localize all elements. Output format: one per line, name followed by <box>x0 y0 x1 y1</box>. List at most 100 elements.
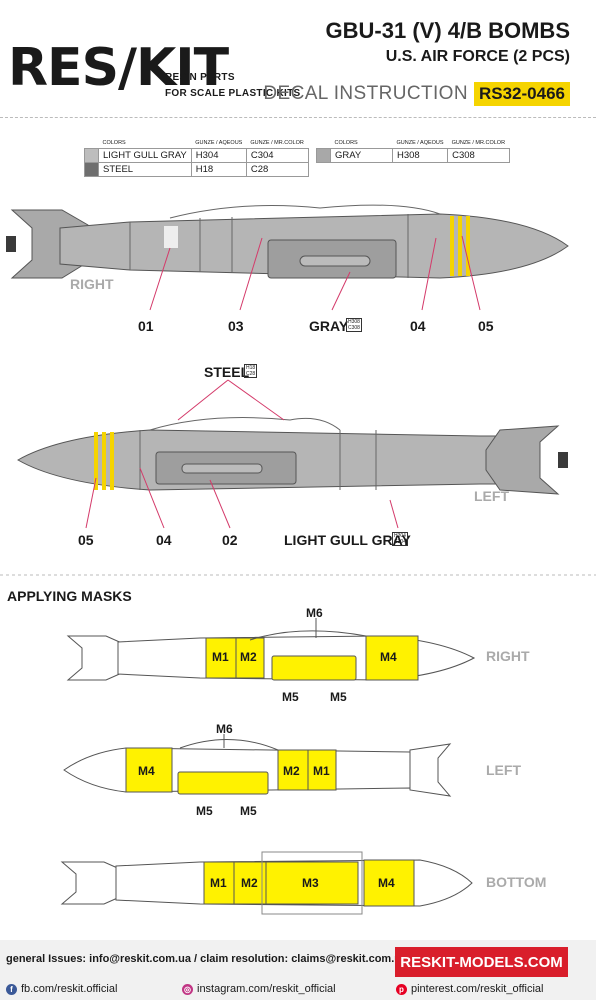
facebook-link[interactable]: f fb.com/reskit.official <box>6 983 117 995</box>
callout-04: 04 <box>156 532 172 548</box>
top-lugs <box>169 204 441 219</box>
page-subtitle: U.S. AIR FORCE (2 PCS) <box>385 48 570 65</box>
mask-m5-area <box>271 655 357 681</box>
mask-m6 <box>249 630 367 641</box>
tail-cap <box>6 236 16 252</box>
mask-view-bottom <box>60 851 473 915</box>
instagram-link[interactable]: ◎ instagram.com/reskit_official <box>182 983 336 995</box>
stencil-decal-01 <box>164 226 178 248</box>
callout-05: 05 <box>78 532 94 548</box>
decal-instruction-label: DECAL INSTRUCTION <box>263 83 468 104</box>
mask-label-m5: M5 <box>240 804 257 818</box>
section-title-masks: APPLYING MASKS <box>7 588 132 604</box>
gray-code-box: H308 C308 <box>346 318 362 332</box>
color-table-right: COLORS GUNZE / AQEOUS GUNZE / MR.COLOR G… <box>316 138 510 163</box>
callout-gray: GRAY <box>309 318 349 334</box>
lgg-code-box: H304 C304 <box>392 532 408 546</box>
contact-emails[interactable]: general Issues: info@reskit.com.ua / cla… <box>6 953 408 965</box>
yellow-band <box>102 432 106 490</box>
website-button[interactable]: RESKIT-MODELS.COM <box>395 947 568 977</box>
color-swatch <box>84 161 99 177</box>
mask-label-m6: M6 <box>216 722 233 736</box>
strake-outline <box>261 851 363 915</box>
facebook-text: fb.com/reskit.official <box>21 983 118 995</box>
pinterest-icon: p <box>396 983 407 995</box>
tail-fins <box>485 425 560 495</box>
mask-m4 <box>365 635 419 681</box>
mask-label-m5: M5 <box>196 804 213 818</box>
leader-lines <box>149 235 481 311</box>
color-aqueous: H18 <box>190 161 247 177</box>
mask-m4 <box>363 859 415 907</box>
yellow-band <box>458 216 462 276</box>
tail-fins <box>409 743 452 797</box>
mask-label-m6: M6 <box>306 606 323 620</box>
facebook-icon: f <box>6 983 17 995</box>
header-divider <box>0 117 596 118</box>
mask-label-m4: M4 <box>138 764 155 778</box>
steel-code-box: H18 C28 <box>244 364 258 378</box>
top-lugs <box>149 417 341 431</box>
mask-m3 <box>265 861 359 905</box>
yellow-band <box>94 432 98 490</box>
mask-label-m1: M1 <box>210 876 227 890</box>
mask-view-right <box>66 618 476 681</box>
pinterest-link[interactable]: p pinterest.com/reskit_official <box>396 983 543 995</box>
mask-label-m5: M5 <box>330 690 347 704</box>
decal-instruction-line: DECAL INSTRUCTION RS32-0466 <box>263 82 570 106</box>
mask-side-bottom: BOTTOM <box>486 874 547 890</box>
bomb-right-view <box>6 204 569 311</box>
mask-label-m4: M4 <box>378 876 395 890</box>
tail-fins <box>66 635 125 681</box>
color-mrcolor: C308 <box>447 147 510 163</box>
gray-code: H308 <box>348 319 360 325</box>
mask-label-m1: M1 <box>212 650 229 664</box>
callout-04: 04 <box>410 318 426 334</box>
strake-slot <box>299 255 371 267</box>
logo-subtitle-2: FOR SCALE PLASTIC KITS <box>165 88 301 99</box>
mask-m6 <box>179 738 279 751</box>
callout-03: 03 <box>228 318 244 334</box>
mask-label-m1: M1 <box>313 764 330 778</box>
reskit-logo: RES/KIT <box>8 38 229 98</box>
mask-m4 <box>125 747 173 793</box>
mask-label-m2: M2 <box>283 764 300 778</box>
mask-label-m5: M5 <box>282 690 299 704</box>
callout-light-gull-gray: LIGHT GULL GRAY <box>284 532 411 548</box>
mask-m2 <box>233 861 267 905</box>
mask-m2 <box>277 749 309 791</box>
mask-side-left: LEFT <box>486 762 521 778</box>
mask-m1 <box>205 637 237 679</box>
steel-code: H18 <box>246 365 256 371</box>
yellow-band <box>110 432 114 490</box>
mask-label-m2: M2 <box>241 876 258 890</box>
mask-label-m4: M4 <box>380 650 397 664</box>
leader-lines <box>85 379 399 529</box>
page-title: GBU-31 (V) 4/B BOMBS <box>325 18 570 43</box>
steel-label: STEEL <box>204 364 250 380</box>
bomb-left-view <box>16 379 568 529</box>
color-table-left: COLORS GUNZE / AQEOUS GUNZE / MR.COLOR L… <box>84 138 309 177</box>
callout-01: 01 <box>138 318 154 334</box>
side-label-right: RIGHT <box>70 276 114 292</box>
instagram-text: instagram.com/reskit_official <box>197 983 336 995</box>
drawing-canvas <box>0 204 596 915</box>
color-aqueous: H308 <box>391 147 449 163</box>
mask-m2 <box>235 637 265 679</box>
color-mrcolor: C28 <box>245 161 309 177</box>
mask-side-right: RIGHT <box>486 648 530 664</box>
color-row: STEEL H18 C28 <box>84 161 309 177</box>
pinterest-text: pinterest.com/reskit_official <box>411 983 544 995</box>
callout-02: 02 <box>222 532 238 548</box>
mask-label-m2: M2 <box>240 650 257 664</box>
strake-slot <box>181 463 263 474</box>
tail-fins <box>60 861 123 905</box>
logo-subtitle-1: RESIN PARTS <box>165 72 235 83</box>
mask-view-left <box>63 734 452 797</box>
yellow-band <box>450 216 454 276</box>
yellow-band <box>466 216 470 276</box>
instagram-icon: ◎ <box>182 983 193 995</box>
gray-code: C308 <box>348 325 360 331</box>
callout-05: 05 <box>478 318 494 334</box>
mask-label-m3: M3 <box>302 876 319 890</box>
